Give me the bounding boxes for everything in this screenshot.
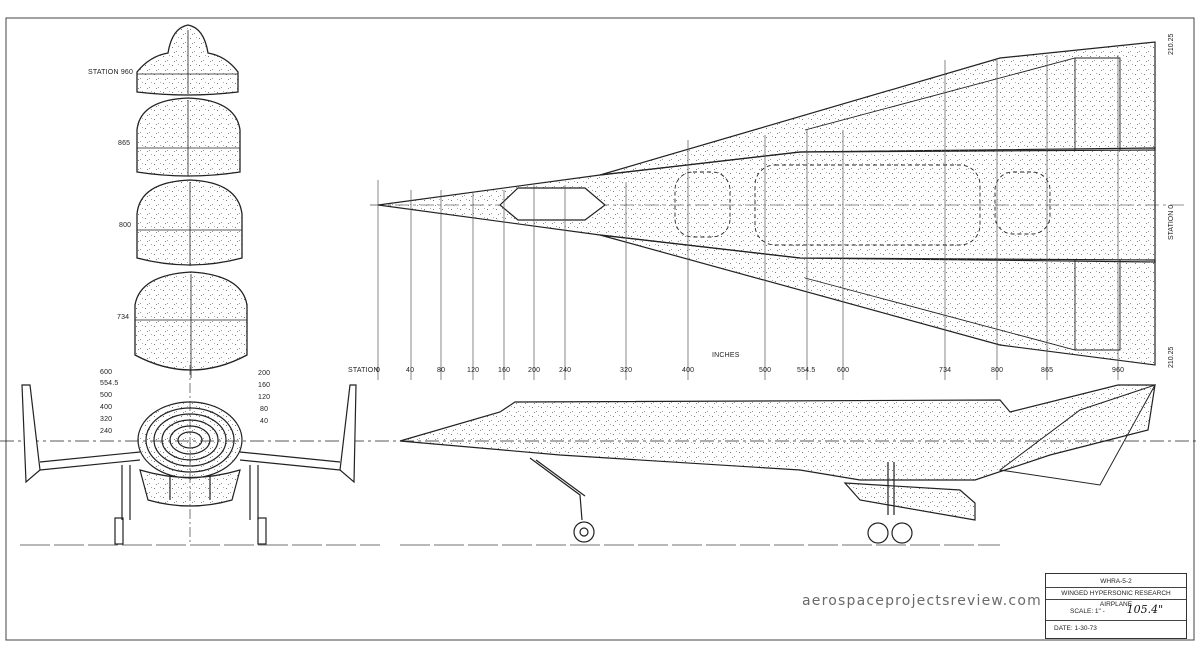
station-tick-500: 500 bbox=[759, 367, 772, 374]
cross-section-800 bbox=[136, 179, 243, 266]
main-wheel-2 bbox=[891, 522, 913, 544]
cross-section-label-865: 865 bbox=[118, 140, 131, 147]
front-label-320: 320 bbox=[100, 416, 113, 423]
cross-section-960 bbox=[136, 24, 239, 96]
station-tick-80: 80 bbox=[437, 367, 446, 374]
cross-section-label-734: 734 bbox=[117, 314, 130, 321]
station-tick-40: 40 bbox=[406, 367, 415, 374]
scale-row: SCALE: 1" - 105.4" bbox=[1046, 600, 1186, 621]
front-label-200: 200 bbox=[258, 370, 271, 377]
plan-wing-upper bbox=[599, 41, 1156, 176]
station-tick-734: 734 bbox=[939, 367, 952, 374]
front-label-500: 500 bbox=[100, 392, 113, 399]
drawing-title: WINGED HYPERSONIC RESEARCH AIRPLANE bbox=[1046, 588, 1186, 608]
watermark: aerospaceprojectsreview.com bbox=[802, 593, 1042, 609]
sheet-border bbox=[5, 17, 1195, 641]
front-label-40: 40 bbox=[260, 418, 269, 425]
station-tick-800: 800 bbox=[991, 367, 1004, 374]
station-tick-960: 960 bbox=[1112, 367, 1125, 374]
drawing-number: WHRA-5-2 bbox=[1046, 576, 1186, 588]
station-tick-600: 600 bbox=[837, 367, 850, 374]
front-label-600: 600 bbox=[100, 369, 113, 376]
side-fuselage bbox=[399, 384, 1156, 481]
station-tick-400: 400 bbox=[682, 367, 695, 374]
plan-side-label-bottom: 210.25 bbox=[1168, 346, 1175, 368]
main-wheel-1 bbox=[867, 522, 889, 544]
scale-label: SCALE: 1" - bbox=[1070, 608, 1105, 615]
station-lines bbox=[377, 55, 1119, 380]
station-tick-200: 200 bbox=[528, 367, 541, 374]
front-label-120: 120 bbox=[258, 394, 271, 401]
scale-value: 105.4" bbox=[1126, 603, 1164, 616]
cross-sections bbox=[134, 24, 248, 378]
station-scale-prefix: STATION bbox=[348, 367, 379, 374]
side-fin bbox=[998, 384, 1157, 486]
nose-wheel bbox=[573, 521, 595, 543]
front-label-400: 400 bbox=[100, 404, 113, 411]
plan-side-label-mid: STATION 0 bbox=[1168, 204, 1175, 240]
plan-side-label-top: 210.25 bbox=[1168, 33, 1175, 55]
station-tick-554-5: 554.5 bbox=[797, 367, 816, 374]
front-label-554-5: 554.5 bbox=[100, 380, 119, 387]
front-wing bbox=[39, 451, 341, 471]
station-tick-160: 160 bbox=[498, 367, 511, 374]
plan-view bbox=[370, 41, 1185, 366]
station-tick-0: 0 bbox=[376, 367, 381, 374]
station-unit-label: INCHES bbox=[712, 352, 740, 359]
front-label-240: 240 bbox=[100, 428, 113, 435]
station-tick-240: 240 bbox=[559, 367, 572, 374]
right-fin bbox=[339, 384, 357, 484]
cross-section-label-960: STATION 960 bbox=[88, 69, 134, 76]
side-engine bbox=[843, 482, 976, 521]
date-row: DATE: 1-30-73 bbox=[1054, 625, 1097, 632]
station-tick-320: 320 bbox=[620, 367, 633, 374]
plan-wing-lower bbox=[599, 234, 1156, 366]
front-label-160: 160 bbox=[258, 382, 271, 389]
title-block: WHRA-5-2 WINGED HYPERSONIC RESEARCH AIRP… bbox=[1045, 573, 1187, 639]
station-tick-865: 865 bbox=[1041, 367, 1054, 374]
plan-canopy bbox=[499, 187, 606, 221]
plan-fuselage bbox=[377, 147, 1156, 263]
station-tick-120: 120 bbox=[467, 367, 480, 374]
front-label-80: 80 bbox=[260, 406, 269, 413]
side-view bbox=[399, 384, 1157, 544]
cross-section-865 bbox=[136, 97, 241, 177]
cross-section-label-800: 800 bbox=[119, 222, 132, 229]
left-fin bbox=[21, 384, 41, 484]
